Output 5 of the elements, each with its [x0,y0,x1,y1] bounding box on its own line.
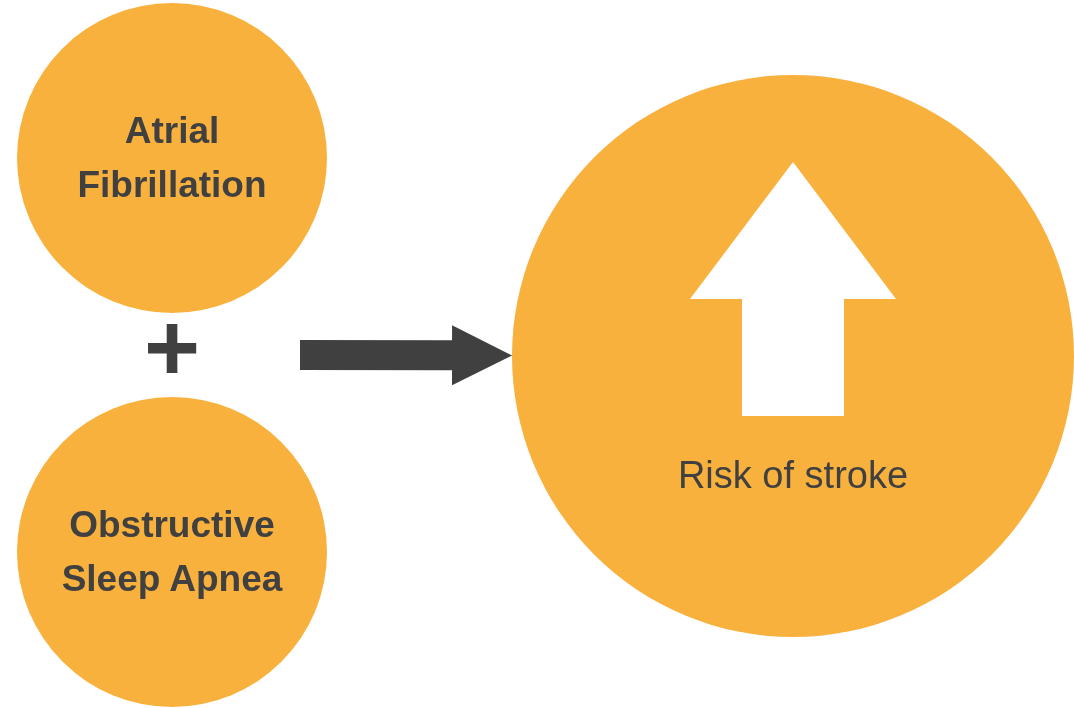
node-label: Risk of stroke [677,453,909,499]
arrow [299,325,512,386]
plus-sign: + [142,300,202,396]
node-label: Atrial Fibrillation [76,109,268,207]
node-label: Obstructive Sleep Apnea [60,503,284,601]
